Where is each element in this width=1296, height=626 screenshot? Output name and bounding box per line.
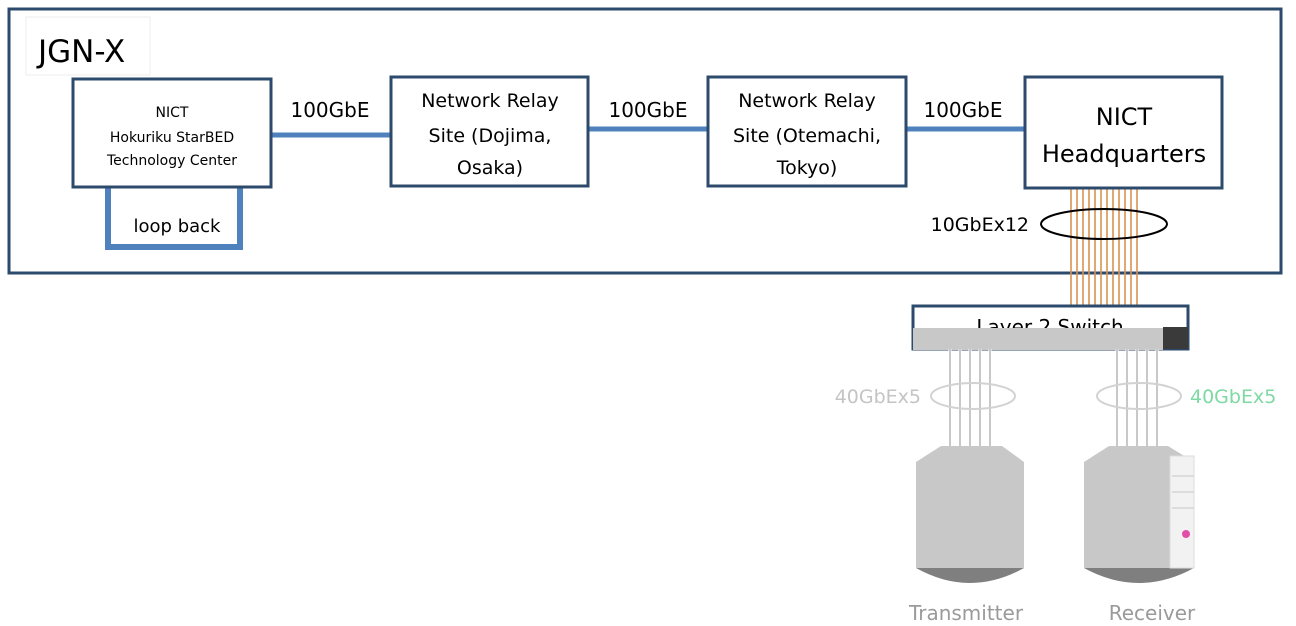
bundle-ellipse-40gbe	[931, 383, 1015, 409]
node-dojima-line: Osaka)	[457, 157, 523, 179]
loop-back-label: loop back	[134, 216, 222, 237]
link-label-100gbe: 100GbE	[923, 98, 1002, 122]
status-led-icon	[1182, 530, 1190, 538]
link-label-100gbe: 100GbE	[290, 98, 369, 122]
node-dojima-line: Network Relay	[421, 90, 559, 112]
bundle-ellipse-40gbe	[1097, 383, 1181, 409]
bundle-label-10gbe: 10GbEx12	[931, 214, 1029, 236]
node-hq-line: NICT	[1096, 103, 1153, 131]
node-starbed-line: Technology Center	[106, 153, 237, 169]
fiber-bundle-40gbe-transmitter	[950, 349, 990, 452]
link-label-100gbe: 100GbE	[608, 98, 687, 122]
node-dojima-line: Site (Dojima,	[429, 125, 552, 147]
receiver-label: Receiver	[1109, 601, 1196, 625]
region-label: JGN-X	[36, 34, 125, 70]
transmitter-device	[916, 446, 1024, 583]
switch-faded-overlay	[913, 328, 1163, 350]
node-hq-line: Headquarters	[1042, 140, 1206, 168]
switch-dark-block	[1163, 327, 1188, 349]
fiber-bundle-40gbe-receiver	[1117, 349, 1157, 452]
node-otemachi-line: Tokyo)	[776, 157, 838, 179]
transmitter-label: Transmitter	[908, 601, 1024, 625]
node-hq	[1025, 77, 1222, 188]
receiver-device	[1084, 446, 1194, 583]
node-starbed-line: NICT	[156, 105, 189, 121]
node-starbed-line: Hokuriku StarBED	[110, 130, 234, 146]
bundle-label-40gbe-rx: 40GbEx5	[1190, 386, 1276, 408]
bundle-label-40gbe-tx: 40GbEx5	[835, 386, 921, 408]
node-otemachi-line: Network Relay	[738, 90, 876, 112]
node-otemachi-line: Site (Otemachi,	[733, 125, 881, 147]
